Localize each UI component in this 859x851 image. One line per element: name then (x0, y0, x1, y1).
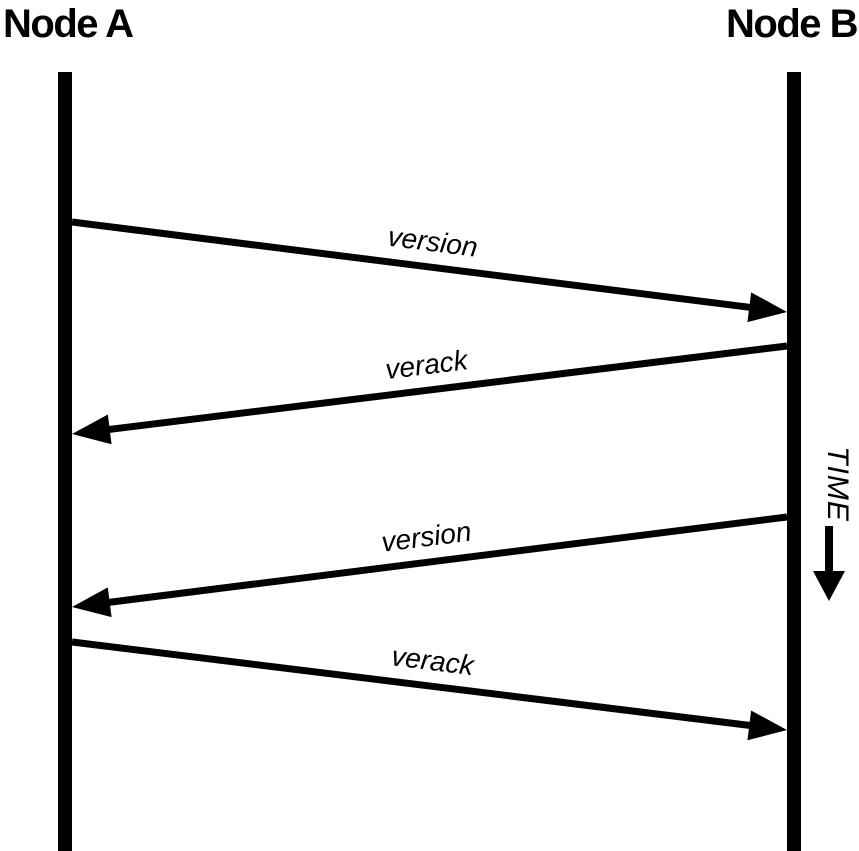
message-arrow-verack-3 (71, 638, 762, 731)
time-axis-label: TIME (821, 446, 854, 522)
arrowhead-icon (747, 292, 787, 323)
lifeline-node-b (787, 72, 801, 851)
message-label-verack-3: verack (390, 640, 478, 681)
lifeline-node-a (58, 72, 72, 851)
participant-label-node-a: Node A (3, 2, 134, 46)
message-arrow-version-0 (71, 218, 762, 313)
arrowhead-icon (72, 414, 112, 445)
message-arrow-verack-1 (97, 342, 788, 435)
message-arrow-version-2 (97, 513, 788, 608)
participant-label-node-b: Node B (726, 2, 859, 46)
arrowhead-icon (72, 587, 112, 618)
time-arrowhead-icon (813, 571, 845, 601)
message-label-version-2: version (380, 516, 473, 558)
message-label-version-0: version (386, 221, 479, 263)
message-label-verack-1: verack (384, 344, 472, 385)
arrowhead-icon (747, 710, 787, 741)
